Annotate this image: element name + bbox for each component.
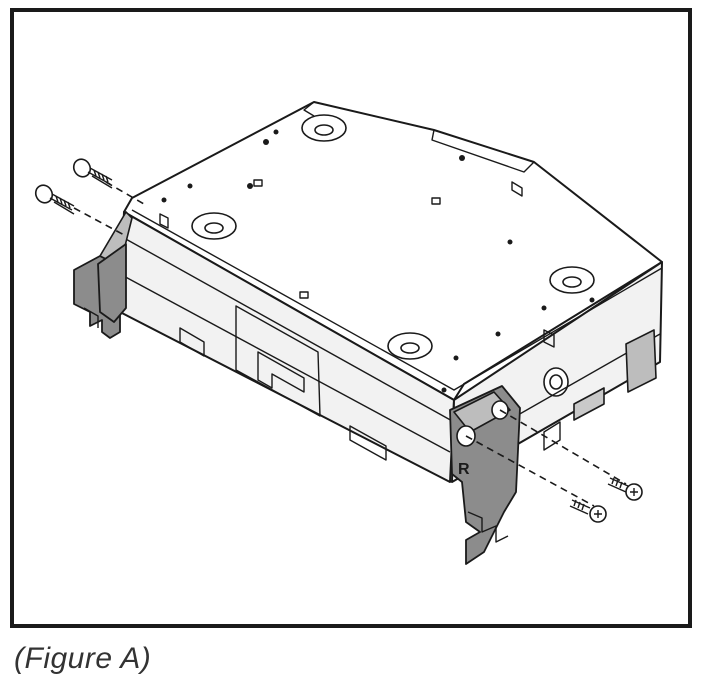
screw-icon [34,184,75,215]
left-mounting-bracket [73,211,133,339]
bracket-mark-label: R [458,461,470,478]
screw-icon [569,499,607,523]
screw-icon [607,477,643,501]
mounting-bracket-icon: R [449,385,521,565]
front-side-features [119,237,455,461]
end-face-features [459,329,661,451]
figure-frame: R [10,8,692,628]
radio-chassis-icon [119,101,663,483]
installation-diagram: R [34,101,663,565]
top-small-holes [159,129,595,393]
screw-guide-lines [73,181,627,507]
figure-caption: (Figure A) [14,642,152,675]
top-mount-holes [191,114,595,360]
screw-icon [72,158,113,189]
